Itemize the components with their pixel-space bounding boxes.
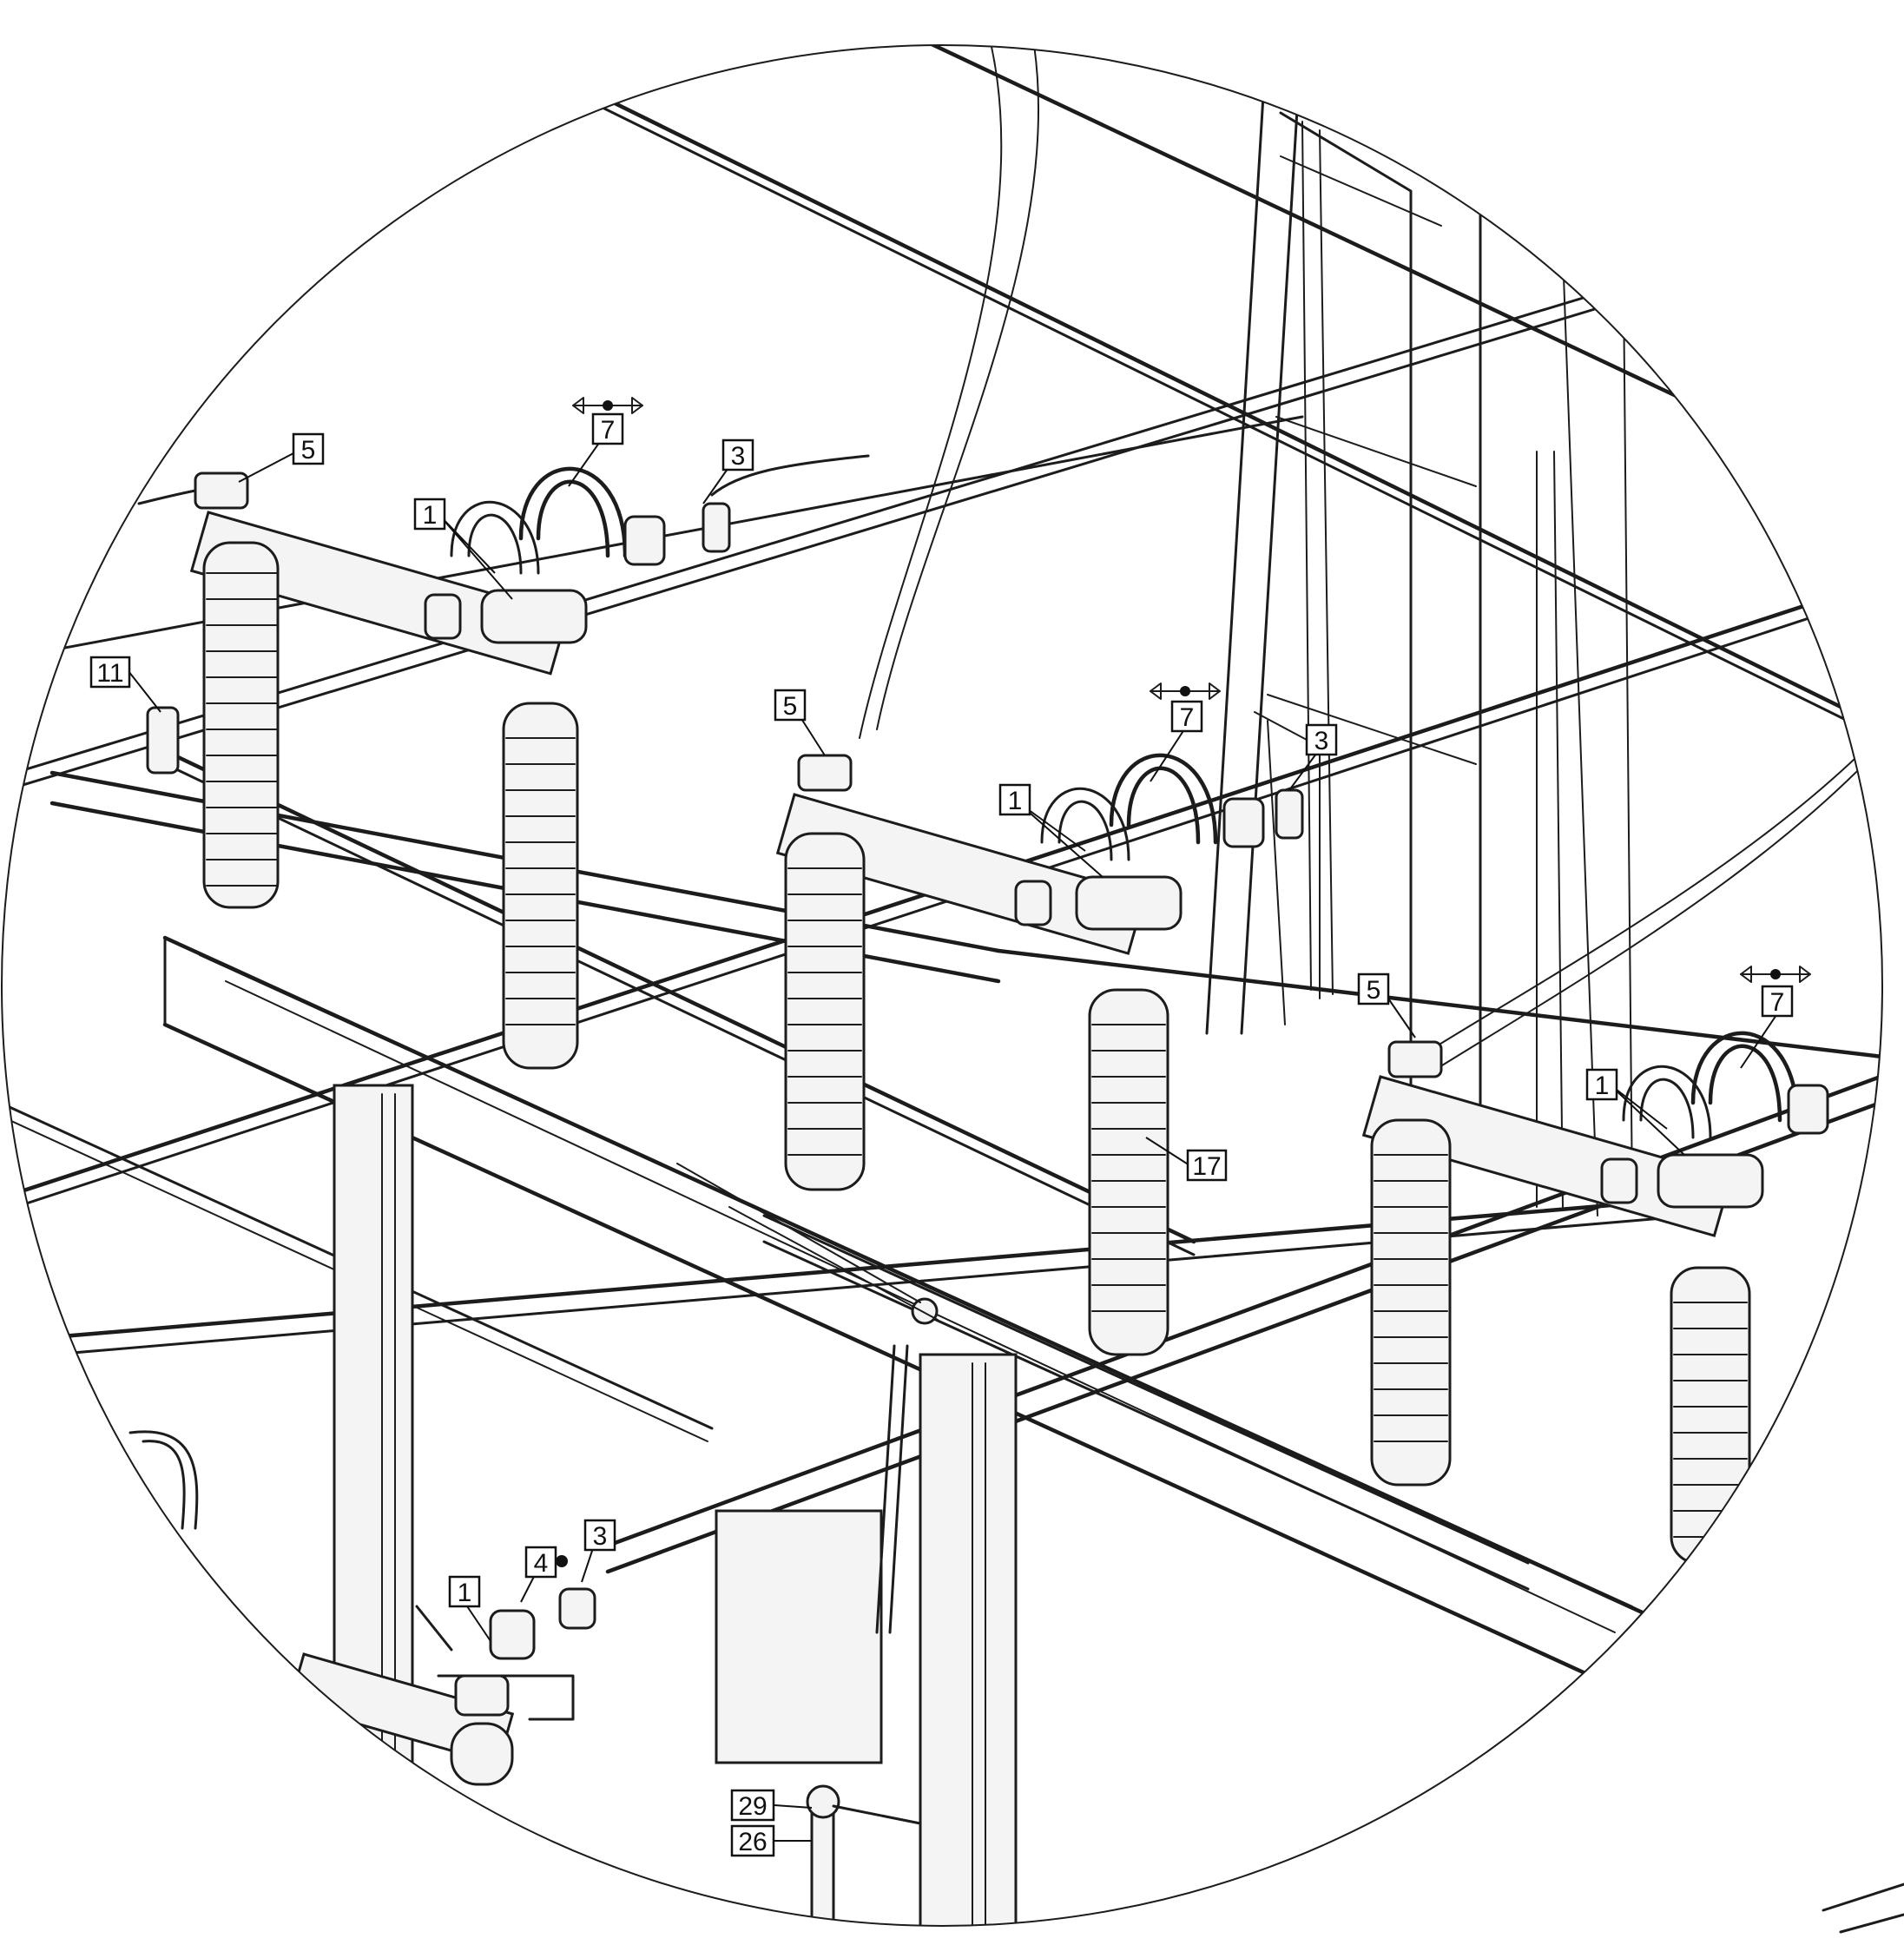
callout-29: 29: [730, 1789, 775, 1822]
svg-text:4: 4: [534, 1549, 549, 1578]
leader-lines: [128, 436, 1779, 1842]
svg-text:1: 1: [1595, 1071, 1610, 1100]
movement-arrow-a: [572, 397, 643, 414]
svg-text:17: 17: [1192, 1152, 1221, 1181]
phase-a: [137, 454, 870, 1070]
callout-7: 7: [1761, 985, 1794, 1018]
svg-text:7: 7: [1180, 703, 1195, 732]
operating-linkage: [676, 1163, 939, 1634]
svg-text:1: 1: [1008, 787, 1023, 815]
svg-text:5: 5: [783, 692, 798, 721]
marker-dot: [556, 1555, 568, 1567]
svg-text:5: 5: [1367, 976, 1381, 1005]
callout-1: 1: [448, 1575, 481, 1608]
movement-arrow-c: [1740, 966, 1811, 983]
svg-text:1: 1: [423, 501, 438, 530]
earthing-switch: [287, 1587, 596, 1786]
callout-3: 3: [583, 1519, 616, 1552]
callout-1: 1: [1585, 1068, 1618, 1101]
svg-text:29: 29: [738, 1792, 767, 1821]
drive-mechanism: [128, 1430, 199, 1530]
callout-3: 3: [721, 438, 754, 471]
svg-text:3: 3: [1314, 727, 1329, 755]
callout-7: 7: [1170, 700, 1203, 733]
callout-1: 1: [413, 498, 446, 531]
svg-text:11: 11: [96, 659, 123, 688]
callout-1: 1: [998, 783, 1031, 816]
callout-5: 5: [292, 432, 325, 465]
callout-26: 26: [730, 1824, 775, 1857]
svg-text:1: 1: [458, 1579, 472, 1607]
svg-text:3: 3: [593, 1522, 608, 1551]
phase-b: [775, 753, 1304, 1356]
callout-11: 11: [89, 656, 131, 689]
svg-text:7: 7: [1770, 988, 1785, 1017]
svg-text:26: 26: [738, 1828, 767, 1856]
movement-arrow-b: [1150, 682, 1221, 700]
callout-17: 17: [1186, 1149, 1228, 1182]
callout-7: 7: [591, 412, 624, 445]
detail-circle: [1, 44, 1883, 1927]
svg-text:5: 5: [301, 436, 316, 465]
phase-c: [1361, 1031, 1829, 1565]
svg-text:7: 7: [601, 416, 616, 445]
break-lines: [1822, 1882, 1904, 1934]
callout-5: 5: [774, 689, 807, 722]
callout-5: 5: [1357, 972, 1390, 1005]
callout-3: 3: [1305, 723, 1338, 756]
svg-text:3: 3: [731, 442, 746, 471]
callout-4: 4: [524, 1546, 557, 1579]
